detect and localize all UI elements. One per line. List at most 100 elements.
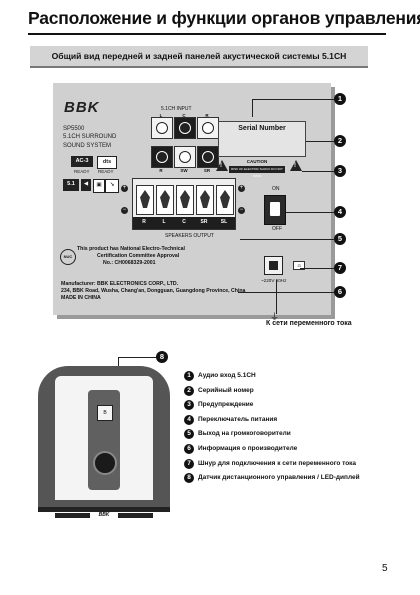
rear-panel: BBK SP5500 5.1CH SURROUND SOUND SYSTEM A… — [53, 83, 331, 315]
callout-8: 8 — [156, 351, 168, 363]
manufacturer-info: Manufacturer: BBK ELECTRONICS CORP., LTD… — [61, 281, 245, 303]
certification-text: This product has National Electro-Techni… — [77, 246, 185, 268]
jack-socket-icon — [156, 151, 168, 163]
model-line: 5.1CH SURROUND — [63, 134, 117, 141]
input-label: 5.1CH INPUT — [161, 106, 192, 112]
caution-sub: RISK OF ELECTRIC SHOCK DO NOT OPEN — [229, 166, 285, 178]
terminal-tag: C — [182, 219, 186, 225]
power-cord-inlet[interactable] — [264, 256, 283, 275]
terminal-tag: SL — [220, 219, 228, 225]
dts-ready: READY — [98, 169, 114, 174]
page-title: Расположение и функции органов управлени… — [28, 8, 420, 28]
power-ratings: ~220V 50Hz — [261, 278, 287, 283]
surround-51-icon: 5.1 — [63, 179, 79, 191]
jack-tag: L — [159, 113, 163, 118]
cert-line: Certification Committee Approval — [97, 253, 180, 260]
legend-number: 8 — [184, 473, 194, 484]
callout-5: 5 — [334, 233, 346, 245]
power-plug-icon: ⏚ — [270, 312, 280, 322]
mfr-line: MADE IN CHINA — [61, 295, 101, 302]
leader-line — [240, 239, 334, 240]
legend-text: Информация о производителе — [198, 444, 298, 452]
legend-text: Выход на громкоговорители — [198, 430, 291, 438]
switch-on-label: ON — [272, 186, 280, 192]
cert-line: This product has National Electro-Techni… — [77, 246, 185, 252]
front-face: B — [55, 376, 153, 500]
legend-number: 5 — [184, 429, 194, 440]
mfr-line: 234, BBK Road, Wusha, Chang'an, Dongguan… — [61, 288, 246, 295]
power-switch[interactable] — [264, 195, 286, 225]
callout-2: 2 — [334, 135, 346, 147]
legend-text: Предупреждение — [198, 401, 254, 409]
hifi-icon: ▣ — [93, 179, 105, 193]
jack-socket-icon — [202, 122, 214, 134]
brand-logo: BBK — [64, 99, 100, 116]
leader-line — [286, 212, 334, 213]
serial-number-box: Serial Number — [218, 121, 306, 157]
leader-line — [118, 357, 157, 358]
audio-jack-l[interactable] — [151, 117, 173, 139]
warning-icon: ↘ — [105, 179, 119, 193]
audio-jack-r[interactable] — [197, 117, 219, 139]
model-info: SP5500 5.1CH SURROUND SOUND SYSTEM — [63, 125, 116, 150]
page-number: 5 — [382, 563, 388, 574]
caution-label: CAUTION — [246, 159, 268, 164]
dts-badge: dts — [97, 156, 117, 169]
audio-jack-sr[interactable] — [197, 146, 219, 168]
plus-post-icon: + — [238, 185, 245, 192]
warning-triangle-icon: ! — [290, 160, 302, 171]
terminal-sr[interactable] — [196, 185, 214, 215]
terminal-tag: SR — [200, 219, 208, 225]
jack-tag: SW — [180, 168, 188, 173]
leader-line — [252, 99, 334, 100]
speaker-terminals: R L C SR SL — [132, 178, 236, 230]
jack-socket-icon — [156, 122, 168, 134]
speaker-icon: ◀ — [81, 179, 91, 191]
mfr-line: Manufacturer: BBK ELECTRONICS CORP., LTD… — [61, 281, 179, 287]
jack-tag: SR — [203, 168, 211, 173]
plus-post-icon: + — [121, 185, 128, 192]
terminal-l[interactable] — [156, 185, 174, 215]
callout-7: 7 — [334, 262, 346, 274]
leader-line — [306, 141, 334, 142]
certification-logo: NUC — [60, 249, 76, 265]
cert-line: No.: CH0068329-2001 — [103, 260, 156, 267]
warning-triangle-icon: ! — [216, 160, 228, 171]
legend-number: 2 — [184, 385, 194, 396]
legend-number: 1 — [184, 371, 194, 381]
leader-line — [302, 171, 334, 172]
front-unit: B — [38, 366, 170, 507]
model-line: SOUND SYSTEM — [63, 142, 112, 149]
legend-number: 4 — [184, 414, 194, 425]
jack-tag: C — [182, 113, 186, 118]
jack-tag: R — [205, 113, 209, 118]
remote-sensor-led: B — [97, 405, 113, 421]
minus-post-icon: − — [121, 207, 128, 214]
volume-knob[interactable] — [93, 451, 117, 475]
minus-post-icon: − — [238, 207, 245, 214]
jack-tag: R — [159, 168, 163, 173]
legend-text: Шнур для подключения к сети переменного … — [198, 459, 357, 467]
audio-jack-sw[interactable] — [174, 146, 196, 168]
leader-line — [252, 99, 253, 117]
callout-1: 1 — [334, 93, 346, 105]
terminal-c[interactable] — [176, 185, 194, 215]
legend-text: Датчик дистанционного управления / LED-д… — [198, 474, 360, 482]
legend-text: Серийный номер — [198, 386, 254, 394]
audio-jack-sl[interactable] — [151, 146, 173, 168]
jack-socket-icon — [202, 151, 214, 163]
terminal-sl[interactable] — [216, 185, 234, 215]
audio-jack-c[interactable] — [174, 117, 196, 139]
jack-socket-icon — [179, 122, 191, 134]
legend-text: Переключатель питания — [198, 415, 278, 423]
leader-line — [238, 292, 334, 293]
speakers-output-label: SPEAKERS OUTPUT — [165, 233, 214, 239]
terminal-tag: L — [162, 219, 166, 225]
callout-6: 6 — [334, 286, 346, 298]
front-brand-logo: BBK — [90, 512, 118, 519]
ac3-badge: AC-3 — [71, 156, 93, 167]
ac3-ready: READY — [74, 169, 90, 174]
legend-number: 7 — [184, 458, 194, 469]
terminal-r[interactable] — [136, 185, 154, 215]
callout-4: 4 — [334, 206, 346, 218]
